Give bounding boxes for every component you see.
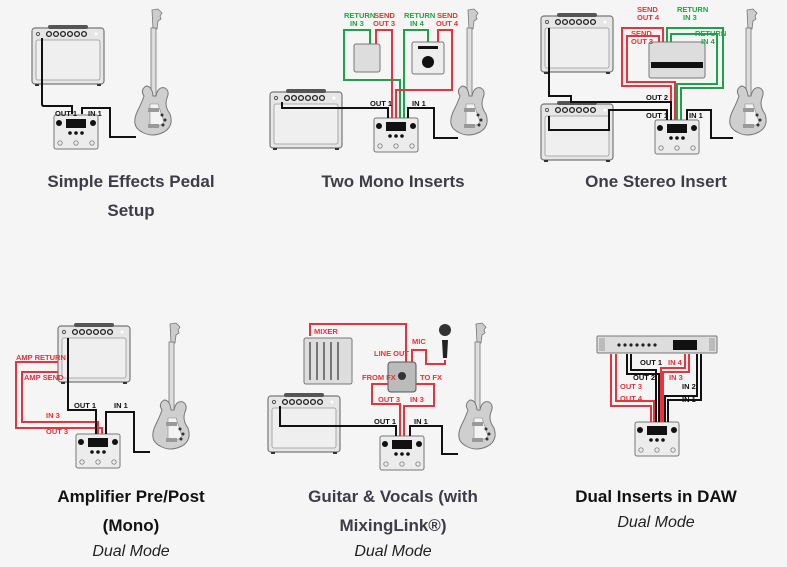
cable-label: IN 3 bbox=[46, 411, 60, 420]
cable-label: OUT 2 bbox=[646, 93, 668, 102]
cable-label: OUT 1 bbox=[640, 358, 662, 367]
card-one-stereo-insert[interactable]: SEND OUT 4 RETURN IN 3 SEND OUT 3 RETURN… bbox=[525, 0, 787, 200]
cable-label: SEND bbox=[631, 29, 652, 38]
title-line: Guitar & Vocals (with bbox=[308, 487, 478, 506]
cable-label: OUT 1 bbox=[74, 401, 96, 410]
amp-pre-post-diagram: AMP RETURN AMP SEND OUT 1 IN 1 IN 3 OUT … bbox=[15, 322, 190, 469]
cable-label: OUT 4 bbox=[436, 19, 459, 28]
cable-label: IN 3 bbox=[350, 19, 364, 28]
guitar-icon bbox=[134, 8, 172, 136]
cable-label: IN 3 bbox=[669, 373, 683, 382]
hx-pedal-icon bbox=[373, 117, 419, 153]
card-dual-inserts-daw[interactable]: OUT 1 IN 4 OUT 2 IN 3 OUT 3 IN 2 OUT 4 I… bbox=[525, 310, 787, 567]
hx-pedal-icon bbox=[75, 433, 121, 469]
title-line: Setup bbox=[107, 201, 155, 220]
card-title: One Stereo Insert bbox=[525, 167, 787, 196]
effect-pedal-1-icon bbox=[353, 43, 381, 73]
title-line: MixingLink®) bbox=[339, 516, 447, 535]
title-line: Two Mono Inserts bbox=[321, 172, 465, 191]
card-two-mono-inserts[interactable]: RETURN IN 3 SEND OUT 3 RETURN IN 4 SEND … bbox=[262, 0, 524, 200]
mode-label: Dual Mode bbox=[92, 543, 170, 560]
cable-label: AMP SEND bbox=[24, 373, 64, 382]
cable-label: RETURN bbox=[344, 11, 375, 20]
card-title: Two Mono Inserts bbox=[262, 167, 524, 196]
amp-icon bbox=[269, 88, 343, 151]
title-line: Dual Inserts in DAW bbox=[575, 487, 737, 506]
cable-label: IN 1 bbox=[414, 417, 428, 426]
hx-pedal-icon bbox=[654, 119, 700, 155]
cable-label: OUT 2 bbox=[633, 373, 655, 382]
title-line: One Stereo Insert bbox=[585, 172, 727, 191]
cable-label: OUT 3 bbox=[631, 37, 653, 46]
cable-label: IN 1 bbox=[114, 401, 128, 410]
audio-interface-icon bbox=[596, 335, 718, 354]
card-amplifier-pre-post[interactable]: AMP RETURN AMP SEND OUT 1 IN 1 IN 3 OUT … bbox=[0, 310, 262, 567]
cable-label: RETURN bbox=[695, 29, 726, 38]
one-stereo-insert-diagram: SEND OUT 4 RETURN IN 3 SEND OUT 3 RETURN… bbox=[540, 5, 767, 163]
cable-label: OUT 1 bbox=[374, 417, 396, 426]
card-title: Dual Inserts in DAW bbox=[525, 482, 787, 511]
mode-label: Dual Mode bbox=[354, 543, 432, 560]
guitar-icon bbox=[458, 322, 496, 450]
cable-label: SEND bbox=[437, 11, 458, 20]
cable-label: TO FX bbox=[420, 373, 442, 382]
guitar-icon bbox=[152, 322, 190, 450]
cable-label: IN 3 bbox=[410, 395, 424, 404]
cable-label: IN 2 bbox=[682, 382, 696, 391]
guitar-icon bbox=[729, 8, 767, 136]
cable-label: RETURN bbox=[404, 11, 435, 20]
cable-label: OUT 4 bbox=[620, 394, 643, 403]
label-in1: IN 1 bbox=[88, 109, 102, 118]
cable-label: OUT 4 bbox=[637, 13, 660, 22]
mode-label: Dual Mode bbox=[617, 514, 695, 531]
cable-label: AMP RETURN bbox=[16, 353, 66, 362]
hx-pedal-icon bbox=[53, 114, 99, 150]
title-line: Simple Effects Pedal bbox=[47, 172, 215, 191]
cable-label: IN 1 bbox=[689, 111, 703, 120]
cable-label: SEND bbox=[637, 5, 658, 14]
cable-label: MIXER bbox=[314, 327, 338, 336]
card-title: Amplifier Pre/Post (Mono) bbox=[0, 482, 262, 540]
mixer-icon bbox=[303, 337, 353, 385]
dual-inserts-daw-diagram: OUT 1 IN 4 OUT 2 IN 3 OUT 3 IN 2 OUT 4 I… bbox=[596, 335, 718, 457]
cable-label: OUT 3 bbox=[373, 19, 395, 28]
title-line: (Mono) bbox=[102, 516, 160, 535]
cable-label: IN 3 bbox=[683, 13, 697, 22]
cable-label: OUT 1 bbox=[646, 111, 668, 120]
cable-label: OUT 3 bbox=[46, 427, 68, 436]
cable-label: IN 1 bbox=[412, 99, 426, 108]
cable-label: SEND bbox=[374, 11, 395, 20]
cable-label: MIC bbox=[412, 337, 426, 346]
cable-label: OUT 1 bbox=[370, 99, 392, 108]
cable-label: IN 4 bbox=[701, 37, 716, 46]
hx-pedal-icon bbox=[634, 421, 680, 457]
cable-label: RETURN bbox=[677, 5, 708, 14]
simple-setup-diagram: OUT 1 IN 1 bbox=[31, 8, 172, 150]
amp-icon-1 bbox=[540, 12, 614, 75]
cable-label: FROM FX bbox=[362, 373, 396, 382]
two-mono-inserts-diagram: RETURN IN 3 SEND OUT 3 RETURN IN 4 SEND … bbox=[269, 8, 488, 153]
amp-icon bbox=[267, 392, 341, 455]
cable-label: IN 4 bbox=[410, 19, 425, 28]
guitar-vocals-diagram: MIXER MIC LINE OUT FROM FX TO FX OUT 3 I… bbox=[267, 322, 496, 471]
card-guitar-vocals-mixinglink[interactable]: MIXER MIC LINE OUT FROM FX TO FX OUT 3 I… bbox=[262, 310, 524, 567]
hx-pedal-icon bbox=[379, 435, 425, 471]
title-line: Amplifier Pre/Post bbox=[57, 487, 205, 506]
amp-icon-2 bbox=[540, 100, 614, 163]
microphone-icon bbox=[442, 340, 448, 358]
label-out1: OUT 1 bbox=[55, 109, 77, 118]
cable-label: IN 4 bbox=[668, 358, 683, 367]
cable-label: OUT 3 bbox=[620, 382, 642, 391]
cable-label: OUT 3 bbox=[378, 395, 400, 404]
stereo-pedal-icon bbox=[648, 41, 706, 79]
cable-label: IN 1 bbox=[682, 395, 696, 404]
cable-label: LINE OUT bbox=[374, 349, 409, 358]
